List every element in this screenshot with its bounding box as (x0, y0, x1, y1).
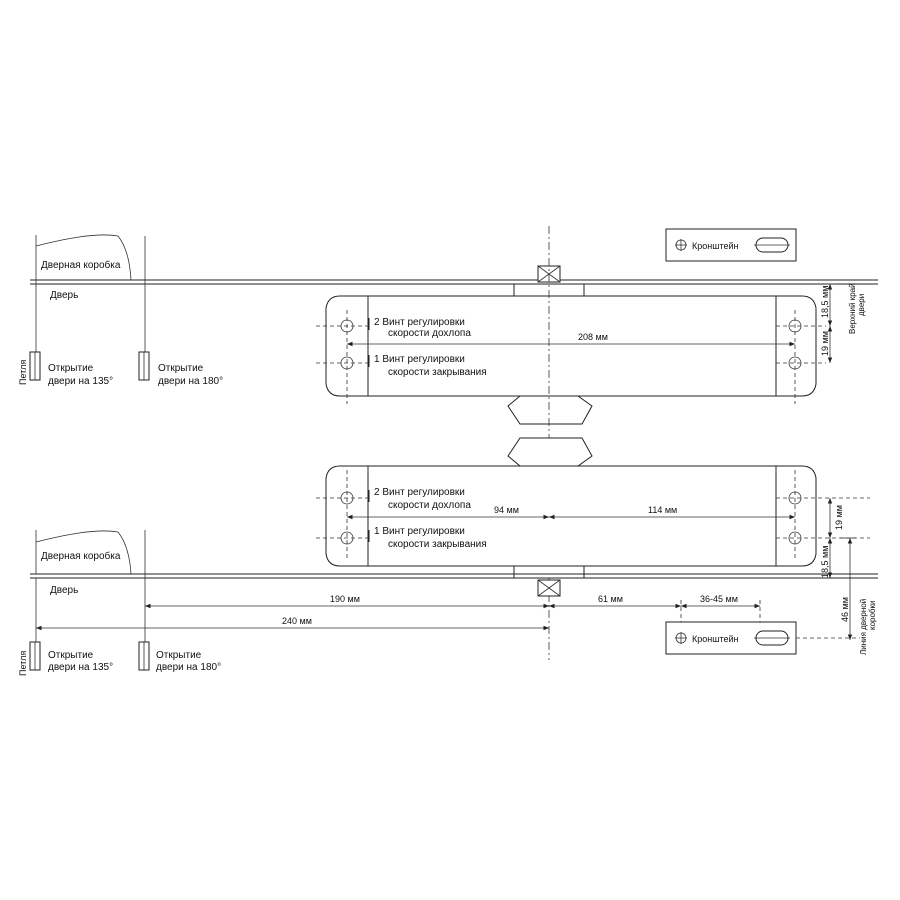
dim-18-5-bottom-label: 18,5 мм (820, 546, 830, 578)
bottom-diagram: 2 Винт регулировки скорости дохлопа 1 Ви… (18, 437, 878, 676)
dim-114-label: 114 мм (648, 505, 677, 515)
bracket-label-top: Кронштейн (692, 241, 738, 251)
open180-label-top-2: двери на 180° (158, 376, 223, 387)
door-frame-label-top: Дверная коробка (41, 259, 121, 271)
bracket-bottom: Кронштейн (665, 621, 797, 655)
dim-18-5-top-label: 18,5 мм (820, 286, 830, 318)
screw1-label-bottom-1: 1 Винт регулировки (374, 526, 465, 537)
hinge-symbol-135-bottom (29, 641, 41, 671)
door-label-bottom: Дверь (50, 585, 78, 596)
door-top-edge-label-2: двери (857, 294, 866, 316)
screw1-label-top-1: 1 Винт регулировки (374, 354, 465, 365)
hinge-label-top: Петля (18, 360, 28, 385)
door-frame-outline-top (35, 234, 132, 281)
bracket-label-bottom: Кронштейн (692, 634, 738, 644)
bracket-top: Кронштейн (665, 228, 797, 262)
door-frame-outline-bottom (35, 530, 132, 575)
bottom-collar (513, 565, 585, 579)
top-diagram: Дверная коробка Дверь Петля Открытие две… (18, 228, 878, 425)
open135-label-top-1: Открытие (48, 363, 94, 374)
screw2-label-top-1: 2 Винт регулировки (374, 317, 465, 328)
door-top-edge-label-1: Верхний край (848, 283, 857, 334)
screw2-label-bottom-2: скорости дохлопа (388, 500, 471, 511)
frame-line-label-2: коробки (868, 601, 877, 631)
closer-nozzle-top (507, 395, 593, 425)
door-label-top: Дверь (50, 290, 78, 301)
closer-main-bottom (367, 465, 777, 567)
dim-240-label: 240 мм (282, 616, 312, 626)
open135-label-top-2: двери на 135° (48, 376, 113, 387)
screw1-label-bottom-2: скорости закрывания (388, 539, 487, 550)
frame-line-label-1: Линия дверной (859, 599, 868, 655)
screw1-label-top-2: скорости закрывания (388, 367, 487, 378)
dim-190-label: 190 мм (330, 594, 360, 604)
hinge-symbol-135-top (29, 351, 41, 381)
hinge-label-bottom: Петля (18, 651, 28, 676)
closer-nozzle-bottom (507, 437, 593, 467)
open135-label-bottom-2: двери на 135° (48, 662, 113, 673)
dim-19-bottom-label: 19 мм (834, 505, 844, 530)
open180-label-bottom-2: двери на 180° (156, 662, 221, 673)
screw2-label-top-2: скорости дохлопа (388, 328, 471, 339)
open180-label-top-1: Открытие (158, 363, 204, 374)
hinge-symbol-180-top (138, 351, 150, 381)
closer-main-top (367, 295, 777, 397)
open180-label-bottom-1: Открытие (156, 650, 202, 661)
open135-label-bottom-1: Открытие (48, 650, 94, 661)
dim-36-45-label: 36-45 мм (700, 594, 738, 604)
screw2-label-bottom-1: 2 Винт регулировки (374, 487, 465, 498)
door-frame-label-bottom: Дверная коробка (41, 550, 121, 562)
dim-94-label: 94 мм (494, 505, 519, 515)
dim-208-label: 208 мм (578, 332, 608, 342)
hinge-symbol-180-bottom (138, 641, 150, 671)
dim-61-label: 61 мм (598, 594, 623, 604)
closer-endcap-right-top (775, 295, 817, 397)
dim-19-top-label: 19 мм (820, 331, 830, 356)
dim-46-label: 46 мм (840, 597, 850, 622)
closer-endcap-right-bottom (775, 465, 817, 567)
